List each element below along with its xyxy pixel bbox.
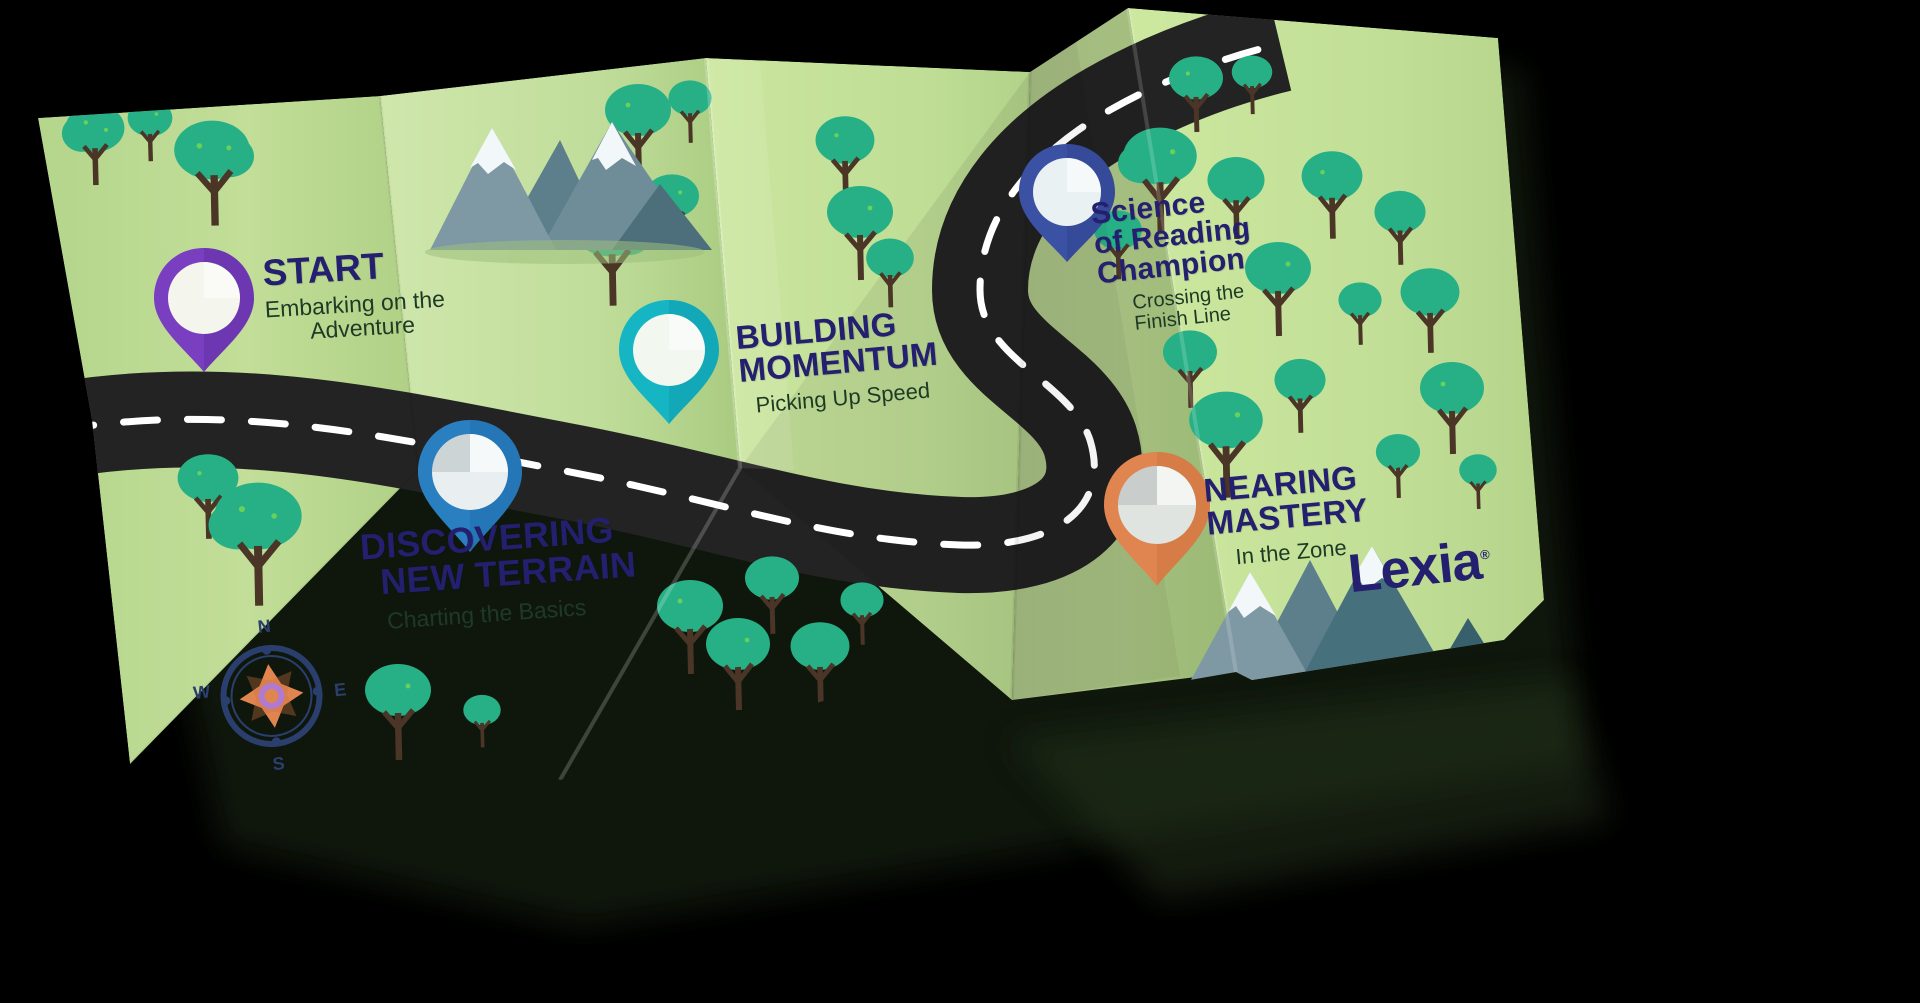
compass-rose: N S E W <box>178 598 365 785</box>
pin-discovering-new-terrain[interactable] <box>412 416 528 556</box>
pin-building-momentum[interactable] <box>614 296 724 428</box>
compass-east-label: E <box>333 679 347 700</box>
compass-north-label: N <box>257 616 272 637</box>
tree-cluster-right <box>1094 55 1497 510</box>
label-science-of-reading-champion: Science of Reading Champion Crossing the… <box>1089 173 1362 338</box>
compass-west-label: W <box>192 681 211 703</box>
registered-trademark-icon: ® <box>1479 546 1490 563</box>
lexia-wordmark: Lexia <box>1345 530 1484 605</box>
mountains-top-left <box>425 122 712 264</box>
pin-start[interactable] <box>148 244 260 376</box>
pin-science-of-reading-champion[interactable] <box>1014 140 1120 266</box>
pin-nearing-mastery[interactable] <box>1098 448 1216 590</box>
compass-south-label: S <box>272 753 286 774</box>
label-start: START Embarking on the Adventure <box>261 238 546 346</box>
